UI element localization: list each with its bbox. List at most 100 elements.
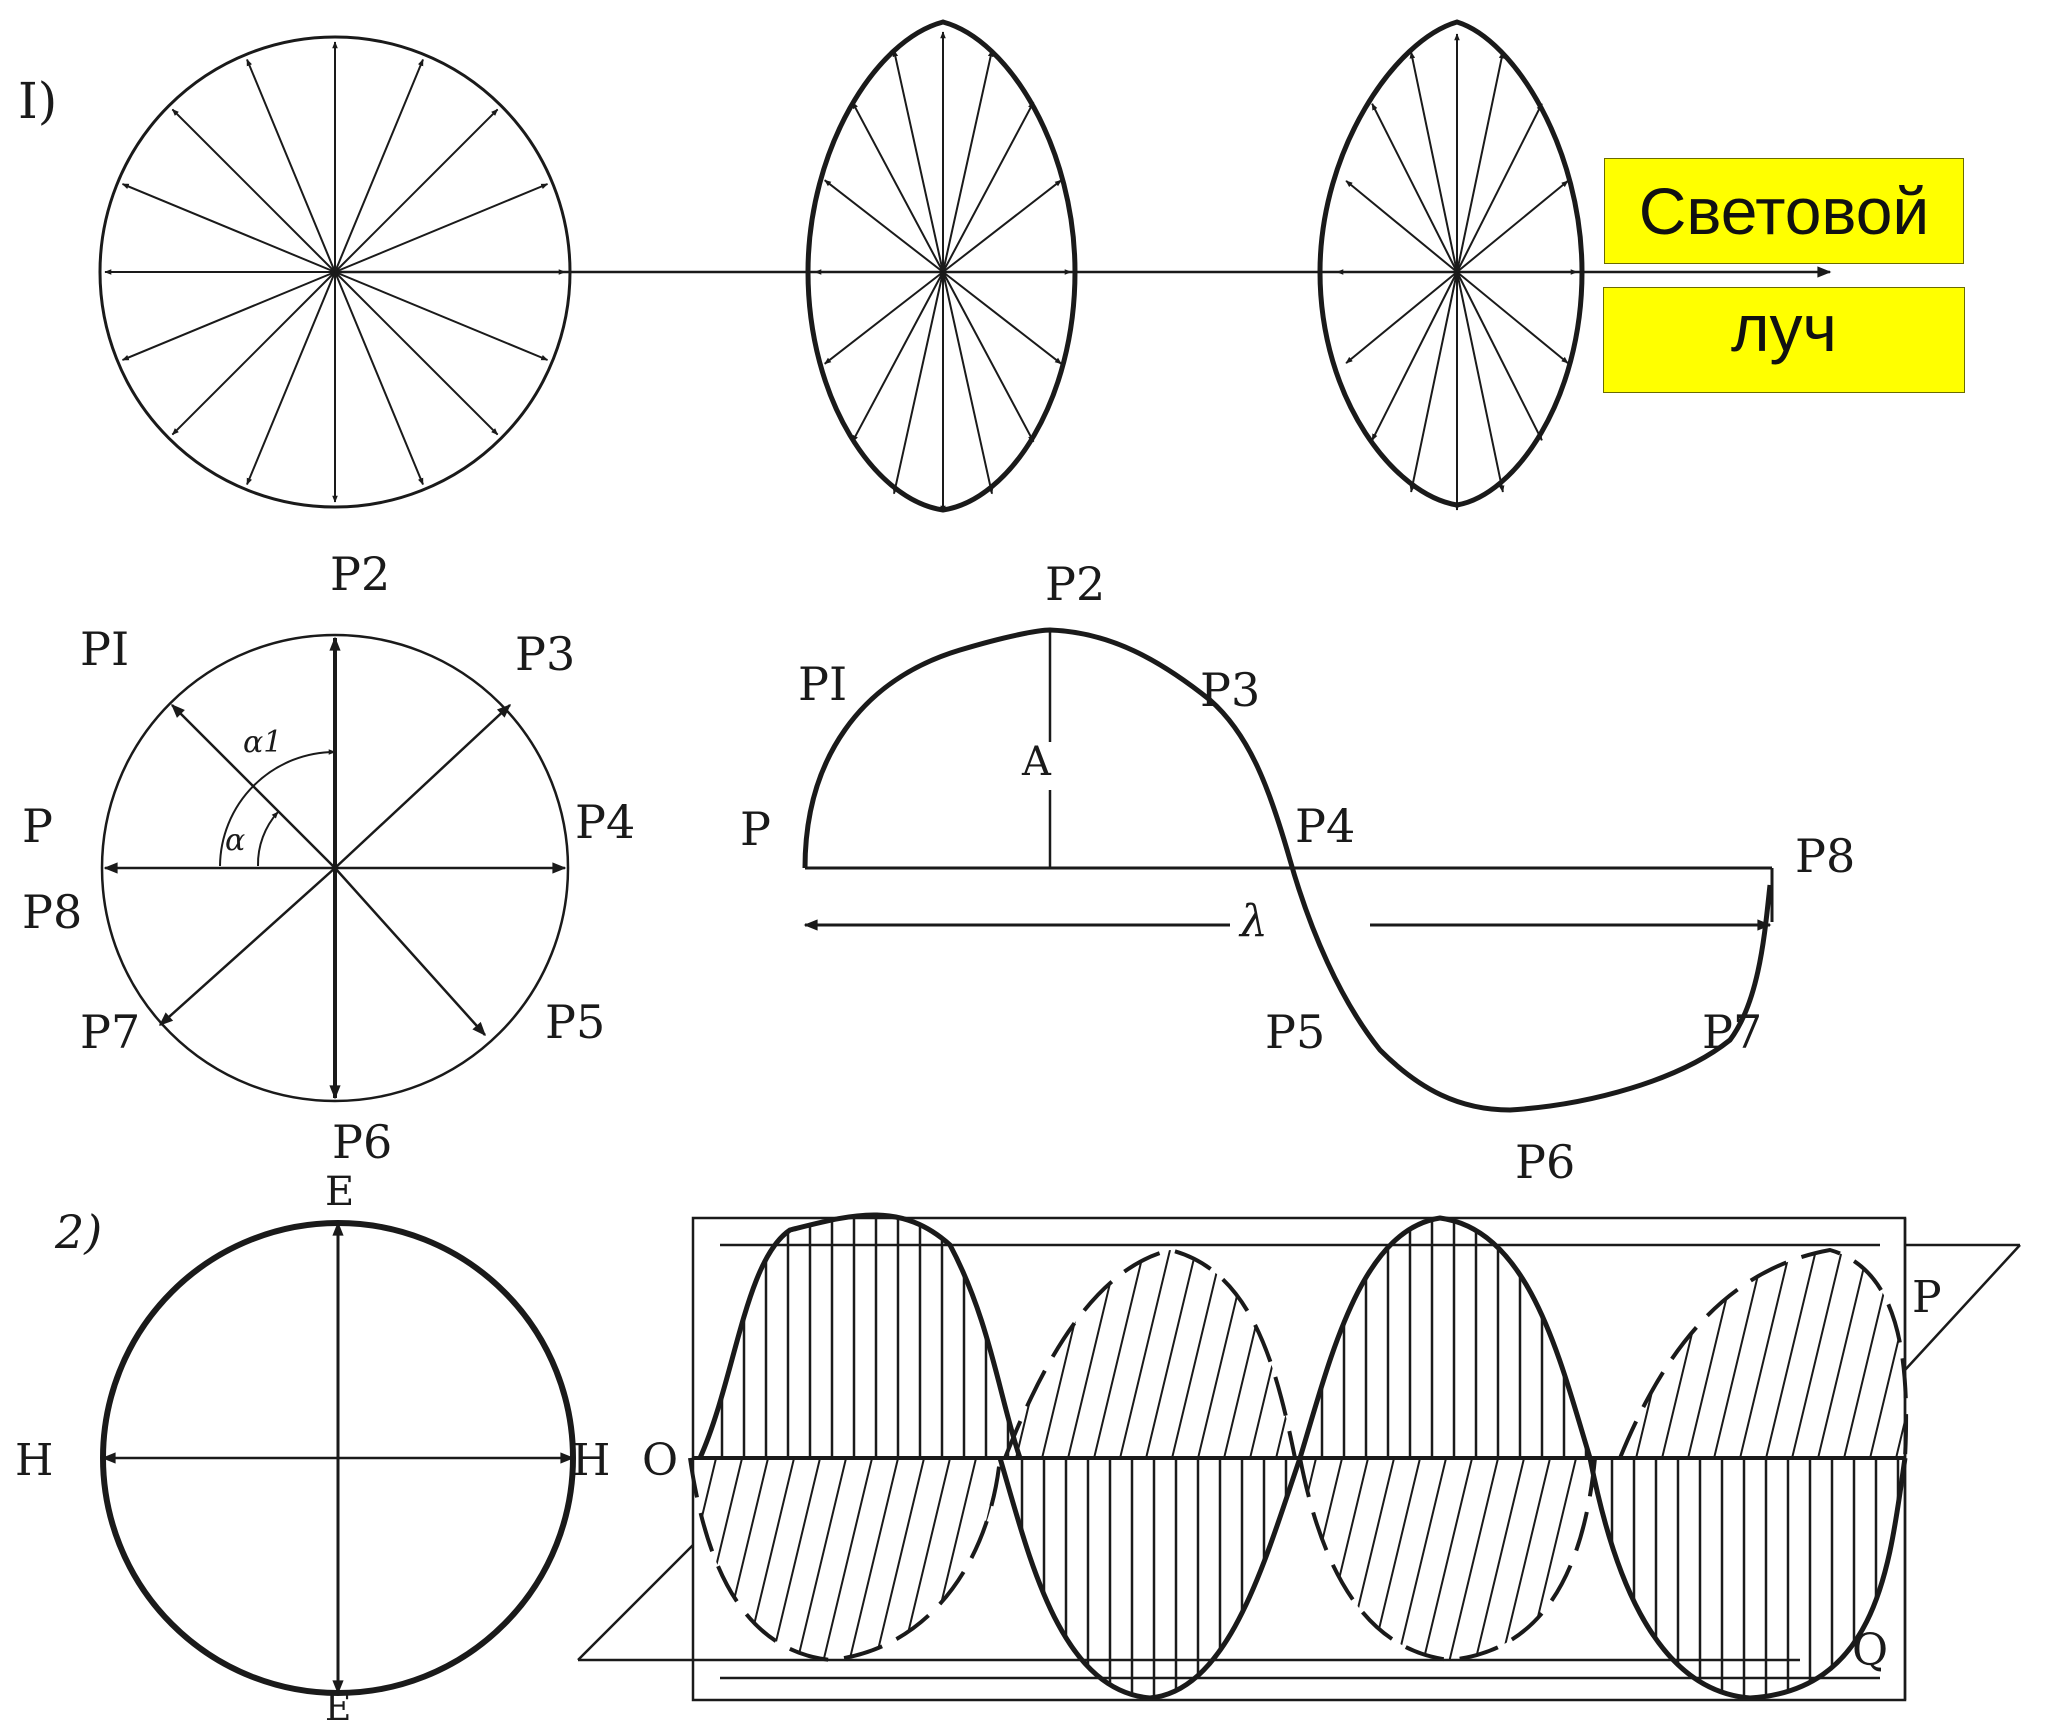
label-p2-circle: P2 (330, 547, 390, 601)
vector-arrow (1456, 271, 1569, 364)
hatch-line (1139, 1250, 1261, 1458)
vector-arrow (1409, 271, 1458, 493)
vector-arrow (1456, 180, 1569, 273)
hatch-line (735, 1458, 857, 1660)
hatch-line (761, 1458, 883, 1660)
hatch-line (1811, 1250, 1907, 1458)
hatch-line (1759, 1250, 1881, 1458)
vector-arrow (1456, 271, 1543, 441)
vector-arrow (824, 271, 944, 365)
vector-arrow (121, 271, 336, 361)
hatch-line (1113, 1250, 1235, 1458)
label-p6-wave: P6 (1515, 1135, 1575, 1189)
hatch-line (1361, 1458, 1483, 1660)
hatch-line (1465, 1458, 1587, 1660)
vector-arrow (942, 101, 1035, 273)
sine-wave (802, 627, 1774, 1113)
hatch-line (1300, 1458, 1379, 1660)
hatch-line (1165, 1250, 1287, 1458)
label-p1-wave: PI (798, 657, 847, 711)
e-field-lobes (697, 1212, 1908, 1701)
vector-arrow (824, 179, 944, 273)
hatch-line (1517, 1458, 1595, 1660)
hatch-line (1005, 1250, 1053, 1458)
vector-arrow (892, 271, 944, 495)
hatch-line (1335, 1458, 1457, 1660)
label-q: Q (1852, 1625, 1888, 1676)
em-wave-frame (577, 1216, 2021, 1702)
label-alpha: α (225, 823, 245, 858)
hatch-line (1300, 1458, 1327, 1660)
hatch-line (813, 1458, 935, 1660)
hatch-line (1491, 1458, 1595, 1660)
label-p1-circle: PI (80, 622, 129, 676)
em-circle (100, 1220, 576, 1696)
polarized-ellipse-1 (805, 19, 1078, 513)
hatch-line (1087, 1250, 1209, 1458)
section-one: I) (18, 19, 1832, 513)
section-one-label: I) (18, 72, 57, 130)
vector-arrow (1456, 103, 1543, 273)
label-o: O (642, 1435, 678, 1486)
vector-arrow (942, 271, 1035, 443)
label-p-wave: P (740, 802, 771, 856)
vector-arrow (246, 271, 336, 486)
label-e-top: E (325, 1169, 354, 1215)
label-p7-wave: P7 (1702, 1005, 1762, 1059)
hatch-line (1733, 1250, 1855, 1458)
label-p7-circle: P7 (80, 1005, 140, 1059)
hatch-line (1439, 1458, 1561, 1660)
label-e-bottom: E (325, 1688, 351, 1724)
label-p8-circle: P8 (22, 885, 82, 939)
callout-text-line2: луч (1731, 291, 1837, 365)
hatch-line (1837, 1250, 1907, 1458)
unpolarized-circle (98, 35, 572, 509)
hatch-line (1061, 1250, 1183, 1458)
hatch-line (1005, 1250, 1105, 1458)
vector-arrow (246, 58, 336, 273)
label-h-right: H (572, 1435, 610, 1486)
hatch-line (1620, 1250, 1699, 1458)
phase-circle-labels: P2 PI P3 P P4 P8 P7 P5 P6 α1 α (22, 547, 635, 1169)
hatch-line (917, 1458, 1000, 1660)
hatch-line (969, 1458, 1000, 1660)
polarized-ellipse-2 (1317, 19, 1585, 511)
vector-arrow (942, 271, 994, 495)
label-p3-circle: P3 (515, 627, 575, 681)
vector-arrow (942, 49, 994, 273)
vector-arrow (1345, 271, 1458, 364)
label-p-em: P (1912, 1272, 1942, 1323)
label-alpha1: α1 (243, 725, 282, 760)
vector-arrow (1409, 51, 1458, 273)
label-h-left: H (15, 1435, 53, 1486)
vector-arrow (851, 271, 944, 443)
label-p5-circle: P5 (545, 995, 605, 1049)
label-p4-wave: P4 (1295, 799, 1355, 853)
hatch-line (1009, 1250, 1131, 1458)
section-two-label: 2) (54, 1205, 102, 1259)
vector-arrow (334, 271, 549, 361)
hatch-line (1217, 1250, 1295, 1458)
vector-arrow (334, 183, 549, 273)
vector-arrow (1456, 51, 1505, 273)
vector-arrow (334, 271, 499, 436)
vector-arrow (334, 58, 424, 273)
h-field-lobes (688, 1200, 1909, 1700)
label-p8-wave: P8 (1795, 829, 1855, 883)
hatch-line (709, 1458, 831, 1660)
sine-wave-labels: P2 PI P3 A P P4 P8 λ P5 P7 P6 (740, 557, 1855, 1189)
hatch-line (1707, 1250, 1829, 1458)
hatch-line (839, 1458, 961, 1660)
vector-arrow (171, 271, 336, 436)
hatch-line (1296, 1200, 1416, 1700)
label-p3-wave: P3 (1200, 663, 1260, 717)
label-p6-circle: P6 (332, 1115, 392, 1169)
em-circle-labels: E E H H (15, 1169, 610, 1724)
vector-arrow (1456, 271, 1505, 493)
vector-arrow (1371, 271, 1458, 441)
vector-arrow (334, 271, 424, 486)
vector-arrow (851, 101, 944, 273)
hatch-line (1413, 1458, 1535, 1660)
hatch-line (787, 1458, 909, 1660)
